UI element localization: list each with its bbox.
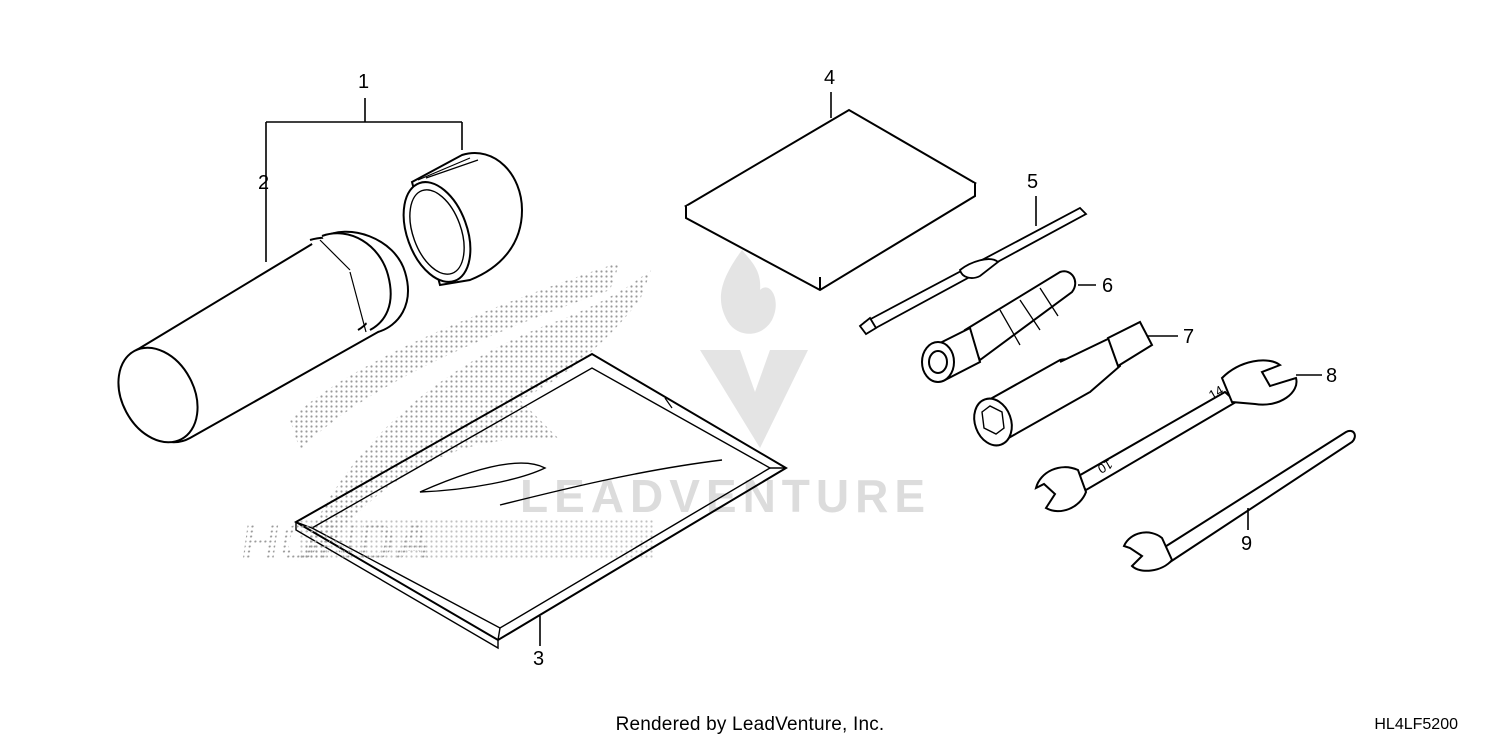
rendered-by-credit: Rendered by LeadVenture, Inc. xyxy=(615,714,885,735)
manual-item-4 xyxy=(683,108,977,292)
watermark-text: LEADVENTURE xyxy=(520,470,931,522)
honda-watermark-text: HONDA xyxy=(238,514,437,572)
callout-9: 9 xyxy=(1241,533,1252,555)
callout-8: 8 xyxy=(1326,365,1337,387)
callout-7: 7 xyxy=(1183,326,1194,348)
callout-2: 2 xyxy=(258,172,269,194)
tool-case-item-2 xyxy=(117,230,409,444)
wrench-marking-10: 10 xyxy=(1095,456,1115,476)
callout-labels: 1 2 3 4 5 6 7 8 9 xyxy=(258,67,1337,670)
callout-6: 6 xyxy=(1102,275,1113,297)
callout-4: 4 xyxy=(824,67,835,89)
wrench-item-9 xyxy=(1122,430,1356,572)
plug-socket-item-7 xyxy=(973,320,1154,447)
tool-bag-item-3: HONDA xyxy=(238,262,788,650)
wrench-marking-14: 14 xyxy=(1206,382,1226,402)
callout-3: 3 xyxy=(533,648,544,670)
screwdriver-item-5 xyxy=(858,206,1088,336)
plug-wrench-item-6 xyxy=(921,270,1077,383)
callout-1: 1 xyxy=(358,71,369,93)
diagram-code: HL4LF5200 xyxy=(1374,716,1458,733)
callout-5: 5 xyxy=(1027,171,1038,193)
tool-case-cap xyxy=(402,152,524,287)
wrench-10x14-item-8: 14 10 xyxy=(1034,359,1298,513)
leader-lines xyxy=(265,92,1322,646)
